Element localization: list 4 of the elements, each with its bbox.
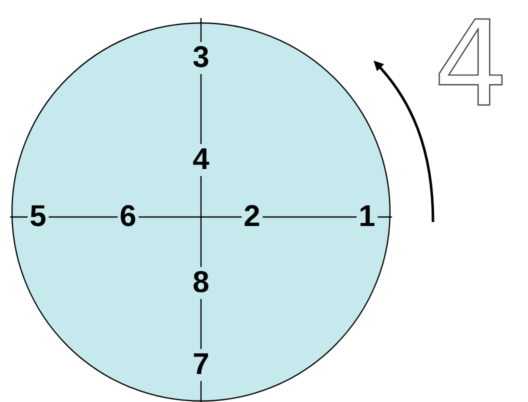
position-number: 3: [190, 42, 212, 74]
position-number: 4: [190, 144, 212, 176]
outlined-numeral: 4: [433, 5, 509, 123]
position-number: 8: [190, 267, 212, 299]
